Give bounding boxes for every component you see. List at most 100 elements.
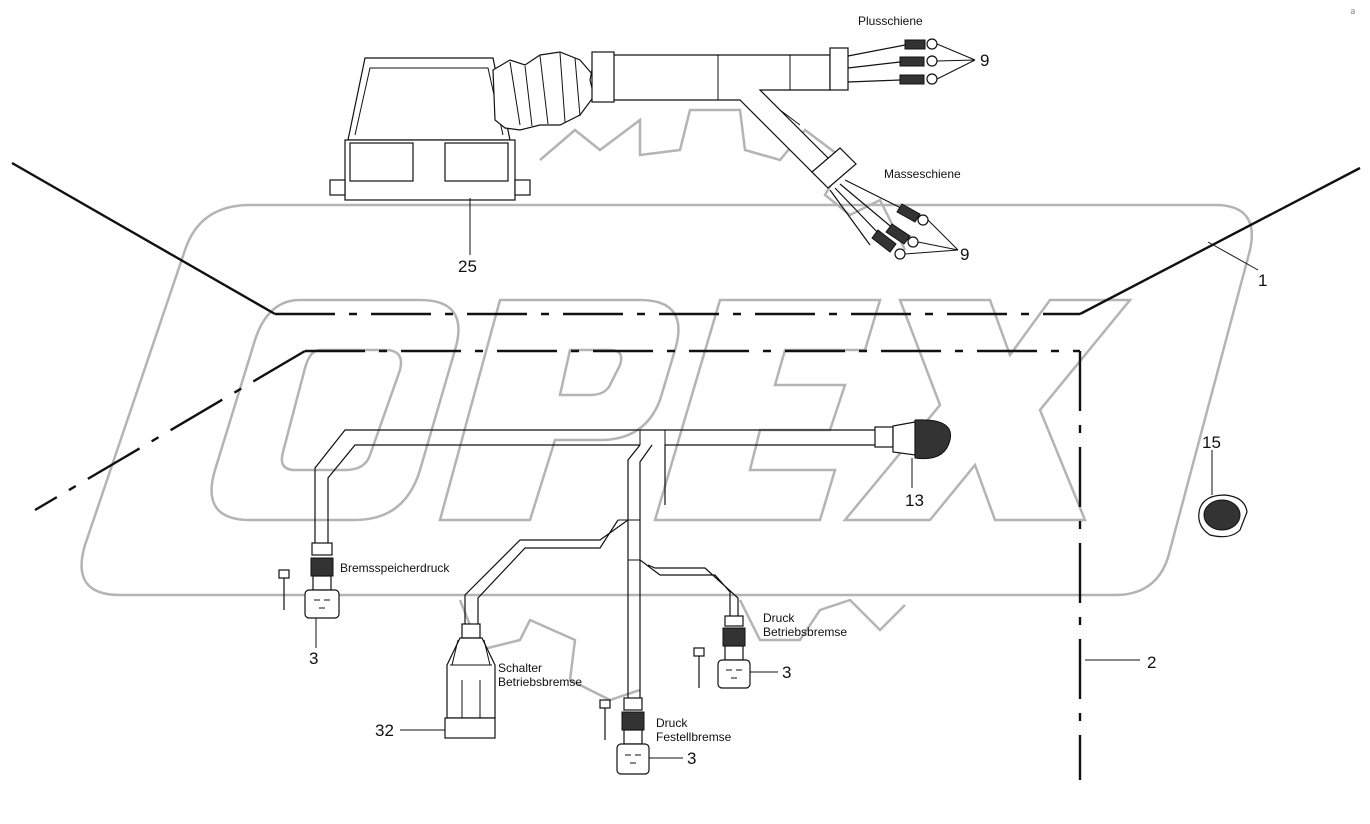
service-sensor-pins bbox=[726, 669, 742, 679]
accumulator-pressure-label: Bremsspeicherdruck bbox=[340, 561, 450, 575]
ground-ring-2 bbox=[907, 236, 919, 248]
trunk-bottom bbox=[327, 444, 875, 545]
connector-15 bbox=[1198, 494, 1248, 538]
callout-25: 25 bbox=[458, 257, 477, 276]
corner-marker: a bbox=[1350, 7, 1355, 17]
switch-boot bbox=[446, 637, 496, 719]
connector-13-face bbox=[914, 419, 952, 460]
upper-cable-body bbox=[589, 54, 831, 176]
parking-sensor-nut bbox=[621, 711, 645, 731]
upper-cable-marks bbox=[717, 55, 801, 126]
switch-label-2: Betriebsbremse bbox=[498, 675, 582, 689]
ground-bus-sleeve bbox=[811, 147, 857, 189]
parking-brake-pressure-sensor bbox=[599, 697, 650, 775]
parking-sensor-sleeve bbox=[623, 697, 643, 711]
callout-3-accumulator: 3 bbox=[309, 649, 318, 668]
control-box-window-right bbox=[444, 142, 509, 182]
center-marks bbox=[618, 519, 640, 561]
ground-wire-1 bbox=[844, 179, 906, 211]
parking-sensor-plug bbox=[616, 743, 650, 775]
control-box-lid bbox=[347, 57, 511, 141]
service-sensor-nut bbox=[722, 627, 746, 647]
accumulator-sensor-plug bbox=[304, 589, 340, 619]
switch-boot-ribs bbox=[450, 639, 492, 718]
leader-9-plus bbox=[936, 43, 976, 80]
frame-lines bbox=[11, 161, 1361, 780]
control-box-25 bbox=[329, 51, 596, 201]
parking-pressure-label-2: Festellbremse bbox=[656, 730, 732, 744]
plus-crimp-1 bbox=[904, 39, 926, 50]
ground-ring-3 bbox=[894, 248, 906, 260]
upper-cable bbox=[589, 47, 857, 189]
leader-1 bbox=[1207, 241, 1259, 271]
plus-bus-label: Plusschiene bbox=[858, 14, 923, 28]
ground-wire-4 bbox=[829, 189, 871, 246]
control-box-gland-rings bbox=[509, 52, 581, 127]
service-pressure-label-2: Betriebsbremse bbox=[763, 625, 847, 639]
watermark-letter-p bbox=[438, 298, 680, 522]
callout-32: 32 bbox=[375, 721, 394, 740]
ground-bus-label: Masseschiene bbox=[884, 167, 961, 181]
callout-13: 13 bbox=[905, 491, 924, 510]
watermark-letter-x bbox=[842, 298, 1133, 522]
accumulator-sensor-nut bbox=[310, 557, 334, 577]
ground-bus-terminals bbox=[829, 179, 959, 260]
plus-ring-3 bbox=[926, 73, 938, 85]
accumulator-sensor-neck bbox=[312, 575, 332, 591]
ground-ring-1 bbox=[917, 214, 929, 226]
parking-screw-head bbox=[599, 699, 611, 709]
control-box-foot-right bbox=[514, 179, 531, 196]
lower-harness bbox=[314, 426, 894, 700]
accumulator-pressure-sensor bbox=[278, 542, 340, 619]
control-box-window-left bbox=[349, 142, 414, 182]
plus-ring-2 bbox=[926, 55, 938, 67]
watermark-letter-e bbox=[653, 298, 882, 522]
parking-sensor-pins bbox=[625, 754, 641, 764]
callout-9-plus: 9 bbox=[980, 51, 989, 70]
ground-wire-2 bbox=[839, 183, 896, 231]
plus-wire-2 bbox=[847, 61, 901, 69]
callout-3-service: 3 bbox=[782, 663, 791, 682]
service-brake-pressure-sensor bbox=[693, 615, 751, 689]
service-pressure-label-1: Druck bbox=[763, 611, 795, 625]
switch-label-1: Schalter bbox=[498, 661, 542, 675]
parking-pressure-label-1: Druck bbox=[656, 716, 688, 730]
ground-crimp-3 bbox=[871, 229, 897, 253]
center-branch bbox=[464, 444, 653, 625]
accumulator-sensor-sleeve bbox=[311, 542, 333, 556]
switch-sleeve bbox=[461, 623, 481, 639]
accumulator-sensor-pins bbox=[314, 599, 330, 609]
center-branch-2 bbox=[477, 519, 619, 625]
plus-wire-1 bbox=[847, 44, 906, 57]
switch-base bbox=[444, 717, 496, 739]
watermark-frame bbox=[80, 203, 1253, 597]
callout-1: 1 bbox=[1258, 271, 1267, 290]
callout-2: 2 bbox=[1147, 653, 1156, 672]
lower-frame-left-dashed bbox=[34, 349, 306, 512]
connector-13 bbox=[892, 419, 952, 460]
plus-crimp-2 bbox=[899, 56, 925, 67]
ground-wire-3 bbox=[834, 187, 881, 236]
service-sensor-sleeve bbox=[724, 615, 744, 627]
accumulator-screw-head bbox=[278, 569, 290, 579]
service-sensor-neck bbox=[724, 645, 744, 661]
service-sensor-plug bbox=[717, 659, 751, 689]
plus-bus-sleeve bbox=[829, 47, 849, 91]
parking-sensor-neck bbox=[623, 729, 643, 745]
center-vertical bbox=[627, 520, 739, 700]
ground-crimp-1 bbox=[896, 203, 921, 223]
control-box-foot-left bbox=[329, 179, 346, 196]
connector-13-body bbox=[892, 421, 916, 456]
ground-crimp-2 bbox=[885, 223, 911, 245]
trunk-marks bbox=[639, 430, 666, 445]
upper-frame-line bbox=[11, 161, 276, 316]
upper-cable-sleeve bbox=[591, 51, 615, 103]
upper-frame-right bbox=[1079, 166, 1361, 316]
connector-13-sleeve bbox=[874, 426, 894, 448]
plus-wire-3 bbox=[847, 79, 901, 83]
plus-bus-terminals bbox=[847, 38, 976, 85]
connector-15-face bbox=[1203, 499, 1241, 531]
plus-crimp-3 bbox=[899, 74, 925, 85]
callout-15: 15 bbox=[1202, 433, 1221, 452]
plus-ring-1 bbox=[926, 38, 938, 50]
